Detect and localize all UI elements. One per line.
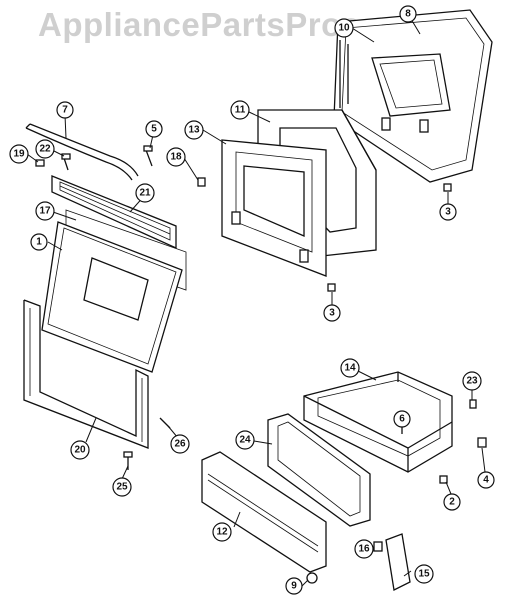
callout-20: 20 <box>70 440 90 460</box>
callout-4: 4 <box>477 471 495 489</box>
svg-text:10: 10 <box>338 23 350 34</box>
outer-door-glass <box>41 221 183 373</box>
callout-9: 9 <box>285 577 303 595</box>
callout-22: 22 <box>35 139 55 159</box>
callout-5: 5 <box>145 120 163 138</box>
svg-text:1: 1 <box>36 237 42 248</box>
svg-text:25: 25 <box>116 482 128 493</box>
callout-8: 8 <box>399 5 417 23</box>
callout-3-top: 3 <box>439 203 457 221</box>
callout-15: 15 <box>414 564 434 584</box>
svg-text:5: 5 <box>151 124 157 135</box>
callout-7: 7 <box>56 101 74 119</box>
svg-text:4: 4 <box>483 475 489 486</box>
small-fasteners-top-left <box>35 145 206 187</box>
svg-text:16: 16 <box>358 544 370 555</box>
callout-1: 1 <box>30 233 48 251</box>
svg-text:11: 11 <box>235 105 246 116</box>
callout-2: 2 <box>443 493 461 511</box>
svg-text:15: 15 <box>418 569 430 580</box>
callout-14: 14 <box>340 358 360 378</box>
callout-25: 25 <box>112 477 132 497</box>
callout-3-middle: 3 <box>323 304 341 322</box>
svg-text:2: 2 <box>449 497 455 508</box>
svg-text:3: 3 <box>445 207 451 218</box>
callout-21: 21 <box>135 183 155 203</box>
svg-text:13: 13 <box>188 125 200 136</box>
drawer-front-panel <box>201 451 327 573</box>
door-frame-bracket <box>23 299 171 470</box>
callout-11: 11 <box>230 100 250 120</box>
callout-6: 6 <box>393 410 411 428</box>
svg-text:23: 23 <box>466 376 478 387</box>
callout-16: 16 <box>354 539 374 559</box>
svg-text:20: 20 <box>74 445 86 456</box>
svg-text:9: 9 <box>291 581 297 592</box>
svg-text:21: 21 <box>139 188 151 199</box>
svg-text:19: 19 <box>13 149 25 160</box>
drawer-bracket <box>267 413 371 527</box>
callout-18: 18 <box>166 147 186 167</box>
storage-drawer <box>303 371 487 484</box>
svg-text:7: 7 <box>62 105 68 116</box>
svg-text:22: 22 <box>39 144 51 155</box>
svg-text:8: 8 <box>405 9 411 20</box>
svg-text:17: 17 <box>39 206 51 217</box>
callout-12: 12 <box>212 522 232 542</box>
callout-13: 13 <box>184 120 204 140</box>
svg-text:6: 6 <box>399 414 405 425</box>
svg-text:12: 12 <box>216 527 228 538</box>
oven-door-front-panel <box>221 139 336 292</box>
svg-text:3: 3 <box>329 308 335 319</box>
callout-17: 17 <box>35 201 55 221</box>
screw <box>306 572 318 584</box>
callout-19: 19 <box>9 144 29 164</box>
svg-text:14: 14 <box>344 363 356 374</box>
svg-text:18: 18 <box>170 152 182 163</box>
drawer-slide-cap <box>373 533 411 591</box>
callout-23: 23 <box>462 371 482 391</box>
callout-26: 26 <box>170 434 190 454</box>
svg-text:24: 24 <box>239 435 251 446</box>
vent-trim <box>51 175 177 250</box>
door-handle <box>25 123 139 181</box>
svg-text:26: 26 <box>174 439 186 450</box>
callout-24: 24 <box>235 430 255 450</box>
callout-10: 10 <box>334 18 354 38</box>
